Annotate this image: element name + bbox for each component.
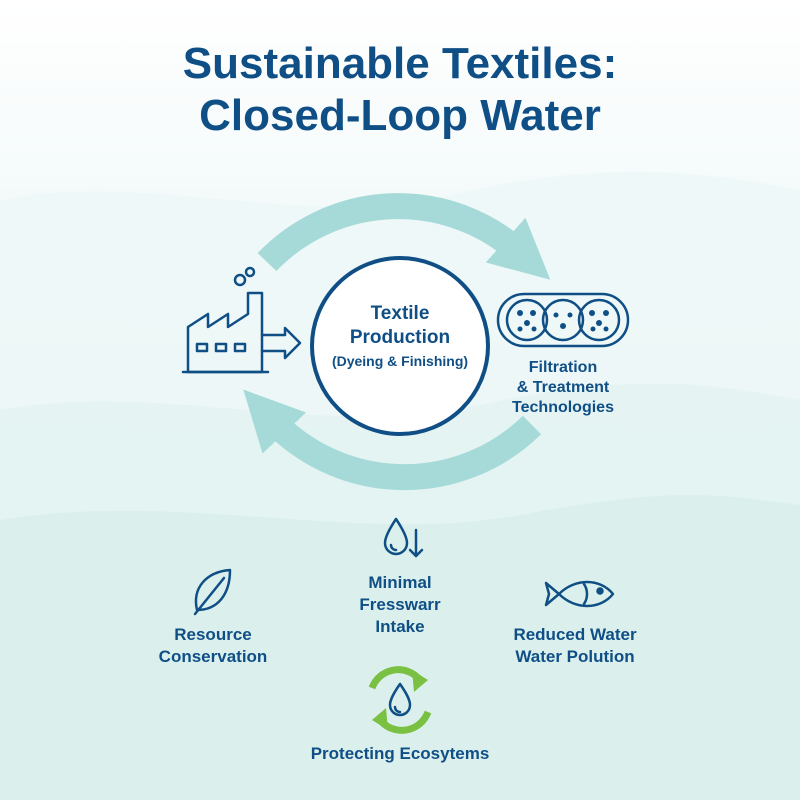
fish-icon — [544, 580, 615, 608]
filtration-icon — [496, 292, 630, 348]
intake-label: Minimal Fresswarr Intake — [320, 572, 480, 638]
resource-line-2: Conservation — [158, 647, 268, 666]
intake-line-3: Intake — [375, 617, 425, 636]
pollution-line-1: Reduced Water — [513, 625, 637, 644]
leaf-icon — [193, 568, 232, 616]
pollution-label: Reduced Water Water Polution — [490, 624, 660, 668]
intake-line-2: Fresswarr — [359, 595, 441, 614]
recycle-icon — [368, 666, 432, 734]
ecosystems-text: Protecting Ecosytems — [310, 744, 490, 763]
center-title-line-2: Production — [349, 327, 451, 348]
page-title: Sustainable Textiles: Closed-Loop Water — [0, 38, 800, 142]
resource-label: Resource Conservation — [128, 624, 298, 668]
pollution-line-2: Water Polution — [515, 647, 635, 666]
water-drop-down-icon — [383, 517, 424, 558]
loop-arrow-top — [257, 193, 551, 280]
filtration-line-2: & Treatment — [516, 379, 610, 396]
filtration-label: Filtration & Treatment Technologies — [478, 358, 648, 418]
water-drop-icon — [388, 682, 412, 717]
center-production-label: Textile Production (Dyeing & Finishing) — [305, 302, 495, 372]
center-title-line-1: Textile — [370, 303, 430, 324]
filtration-line-3: Technologies — [512, 399, 614, 416]
intake-line-1: Minimal — [368, 573, 432, 592]
title-line-2: Closed-Loop Water — [199, 91, 601, 140]
loop-arrow-bottom — [243, 389, 542, 491]
filtration-line-1: Filtration — [528, 359, 598, 376]
center-circle — [310, 256, 490, 436]
title-line-1: Sustainable Textiles: — [182, 39, 618, 88]
factory-icon — [181, 266, 302, 374]
resource-line-1: Resource — [174, 625, 252, 644]
center-subtitle: (Dyeing & Finishing) — [331, 353, 469, 369]
ecosystems-label: Protecting Ecosytems — [260, 743, 540, 765]
